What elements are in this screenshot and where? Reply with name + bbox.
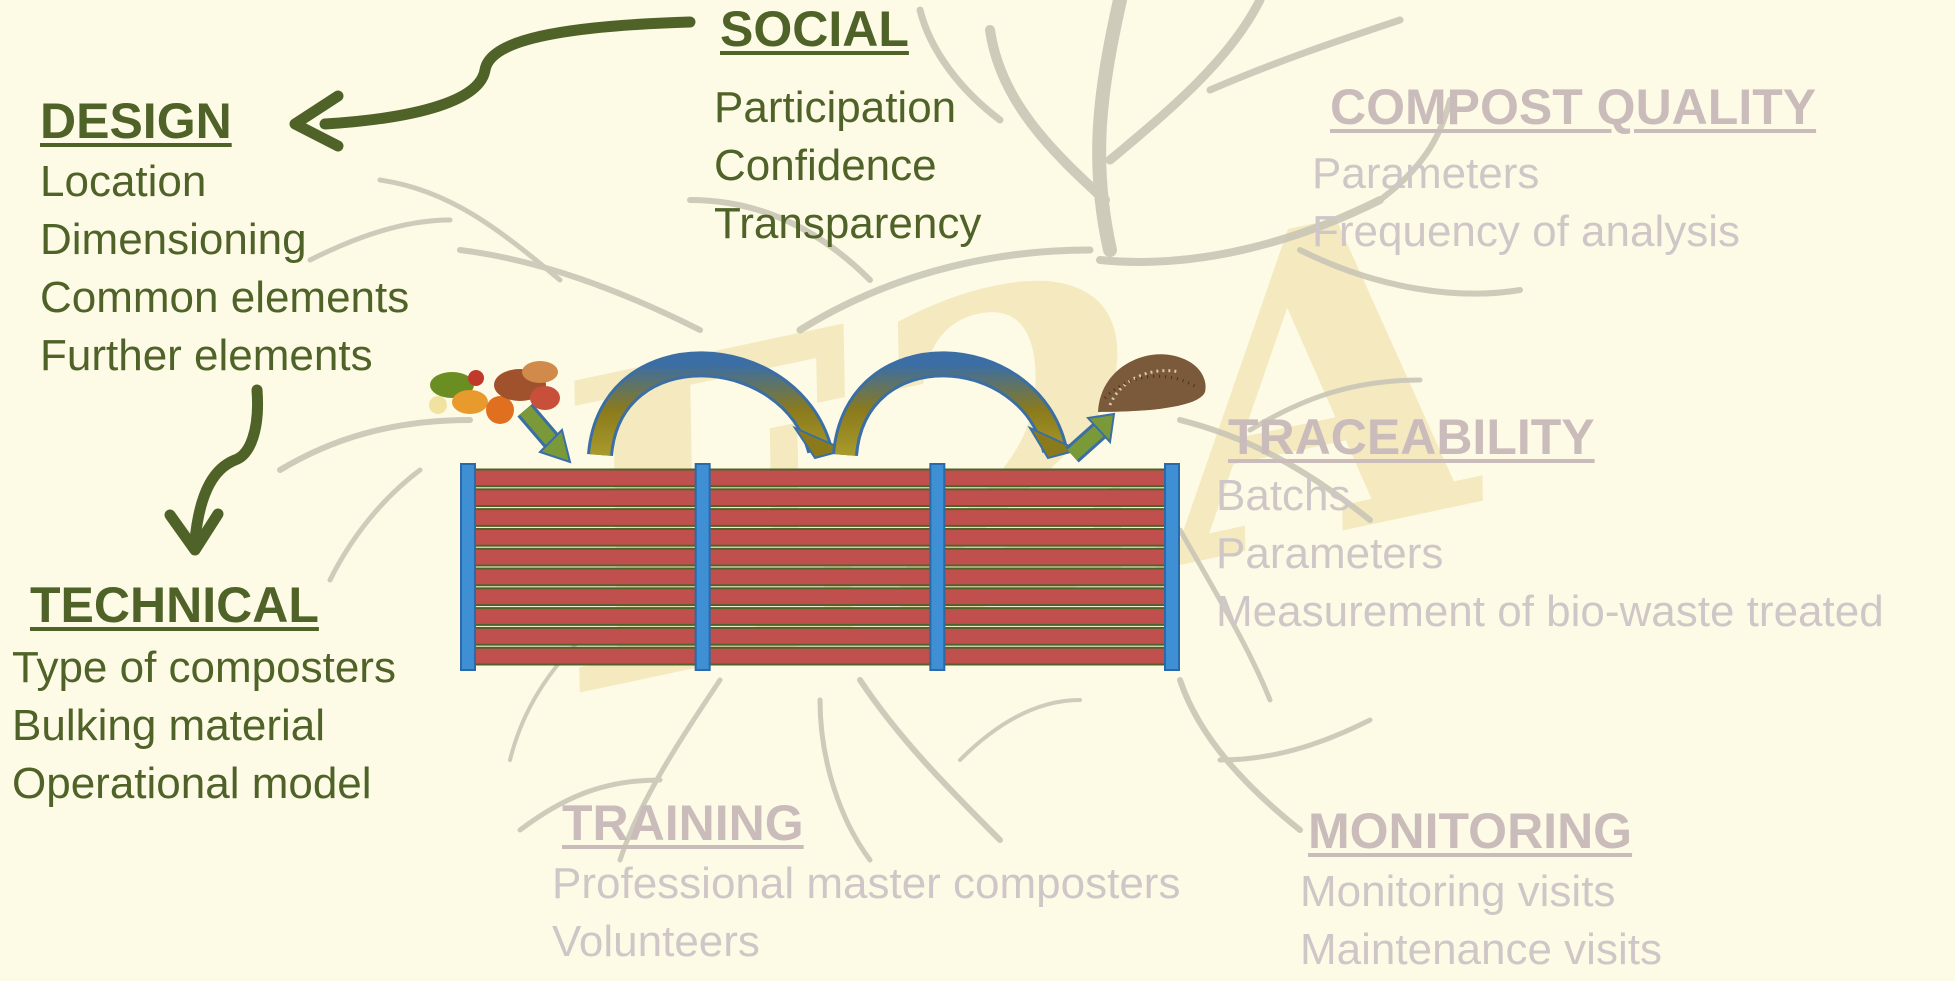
monitoring-item: Maintenance visits bbox=[1300, 925, 1662, 974]
composter-slat bbox=[701, 508, 939, 527]
design-heading: DESIGN bbox=[40, 93, 232, 149]
composter-slat bbox=[701, 607, 939, 626]
composter-slat bbox=[701, 567, 939, 587]
transfer-arc-2 bbox=[832, 351, 1081, 460]
traceability-list: Batchs Parameters Measurement of bio-was… bbox=[1216, 467, 1884, 641]
composter-slat bbox=[936, 607, 1173, 626]
composter-slat bbox=[467, 607, 704, 626]
composter-slat bbox=[701, 488, 939, 508]
technical-item: Operational model bbox=[12, 759, 372, 808]
composter-slat bbox=[467, 587, 704, 607]
social-item: Confidence bbox=[714, 141, 937, 190]
technical-block: TECHNICAL Type of composters Bulking mat… bbox=[12, 578, 396, 813]
composter-slat bbox=[701, 626, 939, 646]
composter-slat bbox=[701, 527, 939, 547]
monitoring-block: MONITORING Monitoring visits Maintenance… bbox=[1300, 804, 1662, 979]
composter-post bbox=[929, 463, 946, 671]
social-to-design-arrow bbox=[289, 16, 696, 152]
compost-quality-item: Parameters bbox=[1312, 149, 1540, 198]
training-block: TRAINING Professional master composters … bbox=[552, 796, 1180, 971]
traceability-item: Batchs bbox=[1216, 471, 1351, 520]
design-item: Location bbox=[40, 157, 207, 206]
training-item: Professional master composters bbox=[552, 859, 1181, 908]
composter-slat bbox=[936, 567, 1173, 587]
composter-slat bbox=[467, 567, 704, 587]
training-list: Professional master composters Volunteer… bbox=[552, 855, 1180, 971]
composter-slat bbox=[701, 468, 939, 488]
design-item: Common elements bbox=[40, 273, 410, 322]
composter-post bbox=[460, 463, 476, 671]
compost-pile-icon bbox=[1098, 354, 1206, 412]
composter-slat bbox=[701, 587, 939, 607]
composter-slat bbox=[701, 646, 939, 666]
design-block: DESIGN Location Dimensioning Common elem… bbox=[40, 94, 409, 385]
social-block: SOCIAL Participation Confidence Transpar… bbox=[714, 2, 981, 253]
traceability-block: TRACEABILITY Batchs Parameters Measureme… bbox=[1216, 410, 1884, 641]
composter-bins bbox=[460, 463, 1180, 671]
design-list: Location Dimensioning Common elements Fu… bbox=[40, 153, 409, 385]
composter-slat bbox=[467, 488, 704, 508]
input-arrow bbox=[517, 403, 572, 464]
compost-quality-block: COMPOST QUALITY Parameters Frequency of … bbox=[1312, 80, 1816, 261]
design-to-technical-arrow bbox=[164, 384, 264, 556]
composter-slat bbox=[467, 508, 704, 527]
technical-heading: TECHNICAL bbox=[30, 577, 319, 633]
technical-item: Type of composters bbox=[12, 643, 396, 692]
composter-slat bbox=[936, 587, 1173, 607]
design-item: Further elements bbox=[40, 331, 373, 380]
food-waste-icon bbox=[429, 361, 560, 424]
social-item: Transparency bbox=[714, 199, 982, 248]
composter-slat bbox=[936, 547, 1173, 567]
social-heading: SOCIAL bbox=[720, 1, 909, 57]
composter-slat bbox=[936, 508, 1173, 527]
composter-slat bbox=[467, 646, 704, 666]
monitoring-heading: MONITORING bbox=[1308, 803, 1633, 859]
transfer-arc-1 bbox=[587, 351, 849, 460]
traceability-heading: TRACEABILITY bbox=[1228, 409, 1595, 465]
social-item: Participation bbox=[714, 83, 957, 132]
composter-slat bbox=[936, 646, 1173, 666]
compost-quality-heading: COMPOST QUALITY bbox=[1330, 79, 1817, 135]
tree-branches bbox=[277, 0, 1523, 863]
compost-quality-item: Frequency of analysis bbox=[1312, 207, 1740, 256]
composter-post bbox=[694, 463, 711, 671]
composter-slat bbox=[701, 547, 939, 567]
traceability-item: Measurement of bio-waste treated bbox=[1216, 587, 1884, 636]
composter-post bbox=[1164, 463, 1180, 671]
traceability-item: Parameters bbox=[1216, 529, 1444, 578]
technical-item: Bulking material bbox=[12, 701, 326, 750]
design-item: Dimensioning bbox=[40, 215, 307, 264]
monitoring-list: Monitoring visits Maintenance visits bbox=[1300, 863, 1662, 979]
technical-list: Type of composters Bulking material Oper… bbox=[12, 639, 396, 813]
compost-quality-list: Parameters Frequency of analysis bbox=[1312, 145, 1816, 261]
composter-slat bbox=[467, 468, 704, 488]
composter-slat bbox=[936, 527, 1173, 547]
composter-slat bbox=[467, 527, 704, 547]
training-item: Volunteers bbox=[552, 917, 760, 966]
composter-slat bbox=[936, 626, 1173, 646]
composter-slat bbox=[467, 626, 704, 646]
output-arrow bbox=[1065, 412, 1116, 463]
composter-slat bbox=[936, 468, 1173, 488]
composter-slat bbox=[936, 488, 1173, 508]
composter-slat bbox=[467, 547, 704, 567]
monitoring-item: Monitoring visits bbox=[1300, 867, 1616, 916]
social-list: Participation Confidence Transparency bbox=[714, 79, 981, 253]
training-heading: TRAINING bbox=[562, 795, 804, 851]
